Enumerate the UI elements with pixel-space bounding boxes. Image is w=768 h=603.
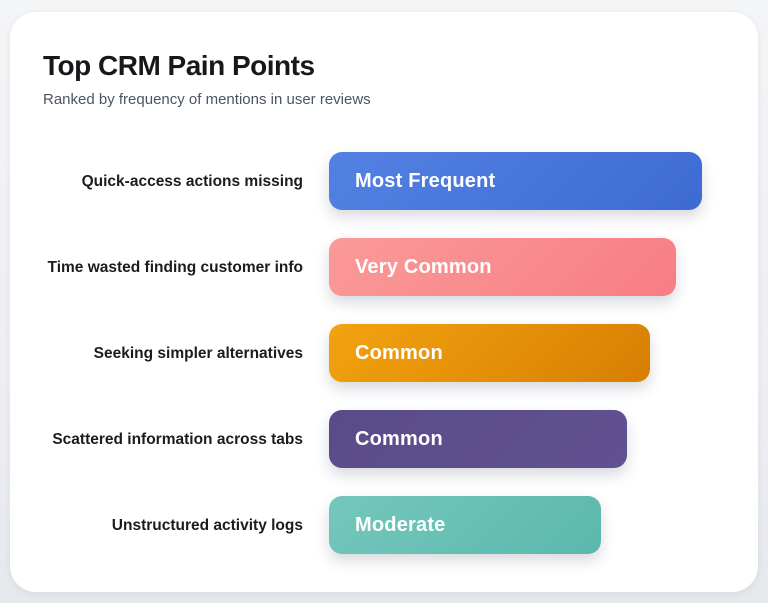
bar: Common bbox=[329, 324, 650, 383]
chart-row: Scattered information across tabs Common bbox=[43, 410, 702, 469]
bar-track: Common bbox=[329, 410, 702, 469]
chart-row: Seeking simpler alternatives Common bbox=[43, 324, 702, 383]
bar: Moderate bbox=[329, 496, 602, 555]
page-title: Top CRM Pain Points bbox=[43, 50, 315, 81]
bar-track: Common bbox=[329, 324, 702, 383]
row-label: Time wasted finding customer info bbox=[47, 258, 304, 276]
bar-track: Very Common bbox=[329, 238, 702, 297]
chart-row: Time wasted finding customer info Very C… bbox=[43, 238, 702, 297]
row-label: Unstructured activity logs bbox=[111, 516, 303, 534]
bar-value-label: Common bbox=[355, 341, 443, 364]
bar: Most Frequent bbox=[329, 152, 702, 211]
row-label: Seeking simpler alternatives bbox=[93, 344, 303, 362]
bar-value-label: Most Frequent bbox=[355, 169, 496, 192]
bar-track: Moderate bbox=[329, 496, 702, 555]
chart-row: Quick-access actions missing Most Freque… bbox=[43, 152, 702, 211]
bar-track: Most Frequent bbox=[329, 152, 702, 211]
bar-value-label: Common bbox=[355, 427, 443, 450]
chart-row: Unstructured activity logs Moderate bbox=[43, 496, 702, 555]
row-label: Scattered information across tabs bbox=[52, 430, 303, 448]
bar: Very Common bbox=[329, 238, 676, 297]
chart-card: Top CRM Pain Points Ranked by frequency … bbox=[10, 12, 758, 592]
page-subtitle: Ranked by frequency of mentions in user … bbox=[43, 91, 371, 109]
bar-chart: Quick-access actions missing Most Freque… bbox=[43, 152, 702, 555]
bar-value-label: Very Common bbox=[355, 255, 492, 278]
row-label: Quick-access actions missing bbox=[81, 172, 303, 190]
bar-value-label: Moderate bbox=[355, 513, 446, 536]
bar: Common bbox=[329, 410, 628, 469]
